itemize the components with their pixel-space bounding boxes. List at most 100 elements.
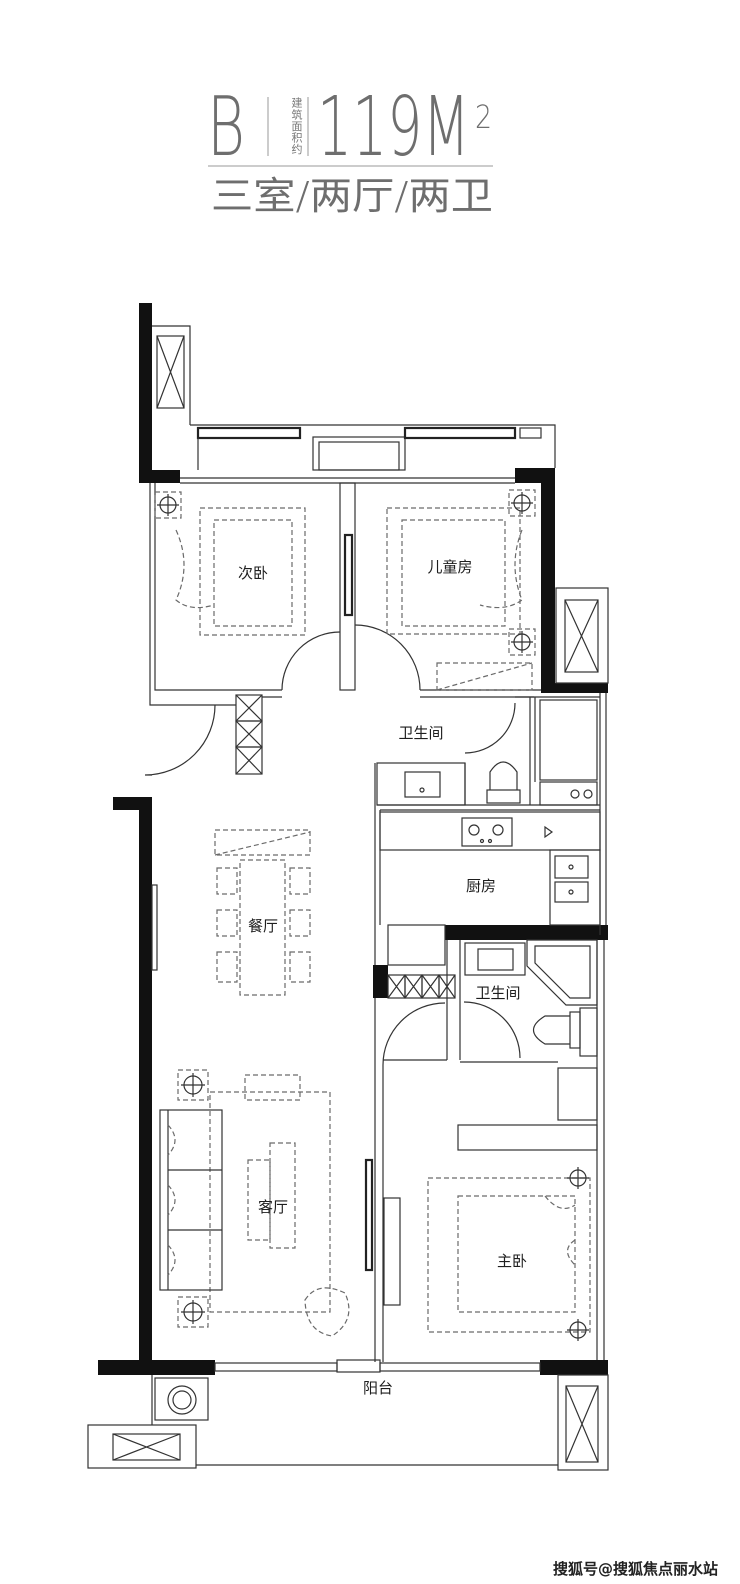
stove-burner (468, 824, 480, 836)
right-wall-lower (596, 940, 605, 1360)
ac-box (555, 587, 609, 684)
wardrobe-outline (436, 662, 533, 691)
wall (139, 303, 152, 483)
ac-box (156, 335, 185, 409)
dining-chair (216, 951, 238, 983)
stove-knob (487, 838, 493, 844)
ac-box-inner (565, 1385, 599, 1463)
label-kids-room: 儿童房 (427, 558, 472, 576)
label-dining-room: 餐厅 (248, 917, 278, 935)
wall (445, 925, 608, 940)
sofa-pillow (167, 1124, 176, 1276)
washer-knob (583, 789, 593, 799)
kitchen-counter (379, 811, 601, 851)
room-labels: 次卧 儿童房 卫生间 厨房 餐厅 卫生间 客厅 主卧 阳台 (238, 558, 527, 1397)
bed-outline (199, 507, 306, 636)
cabinet-cross (387, 974, 456, 999)
windows (156, 335, 609, 684)
lamp-cross (567, 1319, 589, 1341)
ac-niche-outline (152, 325, 191, 425)
dining-chair (216, 909, 238, 937)
wall (541, 683, 608, 693)
bed-outline (427, 1177, 591, 1333)
ac-box-inner (112, 1433, 181, 1461)
lamp-icon (177, 1069, 209, 1101)
master-bedroom-top-wall (383, 1059, 558, 1063)
balcony-door (336, 1359, 381, 1373)
wardrobe (457, 1124, 598, 1151)
bed-mattress (213, 519, 293, 627)
bath-cabinet (579, 1007, 598, 1057)
dining-chair (216, 867, 238, 895)
sink (477, 948, 514, 971)
lamp-icon (154, 491, 182, 519)
vanity-counter (464, 942, 526, 976)
washer-knob (570, 789, 580, 799)
ac-box-cross (565, 1385, 599, 1463)
label-bathroom-upper: 卫生间 (398, 724, 443, 742)
kitchen-sink-basin (554, 881, 589, 903)
door-swing-entrance (144, 704, 216, 776)
right-wall-upper (599, 693, 607, 935)
layout-summary: 三室/两厅/两卫 (211, 174, 493, 218)
kitchen-fixtures (379, 811, 601, 966)
wall (373, 965, 388, 998)
wall (139, 470, 180, 483)
cabinet-cell (438, 974, 456, 999)
stove-burner (492, 824, 504, 836)
ac-box (87, 1424, 197, 1469)
wall (541, 468, 555, 693)
washing-machine (154, 1377, 209, 1421)
lamp-cross (511, 492, 533, 514)
dining-table (239, 859, 286, 996)
kids-room-furniture (386, 489, 536, 691)
master-bedroom-left-wall (374, 998, 384, 1362)
side-counter (549, 849, 601, 926)
coffee-table (269, 1142, 296, 1249)
header: B 119M 2 三室/两厅/两卫 (207, 80, 493, 218)
lamp-icon (177, 1296, 209, 1328)
wall (98, 1360, 215, 1375)
secondary-bedroom-furniture (154, 491, 306, 636)
toilet-tank (569, 1011, 581, 1049)
bed-pillow-outline (544, 1195, 576, 1266)
watermark: 搜狐号@搜狐焦点丽水站 (553, 1560, 718, 1578)
lamp-icon (567, 1167, 589, 1189)
ac-box-inner (564, 599, 599, 673)
label-balcony: 阳台 (363, 1379, 393, 1397)
cabinet-cell (235, 746, 263, 775)
stove-knob (479, 838, 485, 844)
sink (404, 771, 441, 798)
master-bedroom-furniture (427, 1067, 598, 1341)
ac-box-cross (112, 1433, 181, 1461)
label-bathroom-lower: 卫生间 (475, 984, 520, 1002)
lamp-icon (567, 1319, 589, 1341)
wardrobe-diagonal (436, 662, 533, 691)
door-swing-secondary-bedroom (281, 631, 341, 691)
washer-drum (167, 1385, 197, 1415)
ac-box-cross (564, 599, 599, 673)
dining-furniture (214, 829, 311, 996)
lamp-cross (157, 494, 179, 516)
bay-box-inner (318, 441, 400, 471)
stove (461, 817, 513, 847)
window-frame (519, 427, 542, 439)
kitchen-sink-basin (554, 855, 589, 879)
dining-chair (289, 951, 311, 983)
top-outline (190, 424, 556, 468)
sofa-cushion-divider (168, 1169, 222, 1231)
lamp-cross (567, 1167, 589, 1189)
curtain-outline (479, 529, 523, 609)
shower-cabinet (539, 699, 598, 781)
rug-outline (209, 1091, 331, 1313)
bed-mattress (457, 1195, 576, 1313)
lamp-icon (508, 628, 536, 656)
shower-enclosure (526, 939, 598, 1006)
area-note-vertical: 建筑面积约 (290, 97, 303, 155)
bedroom-divider-wall (339, 482, 356, 691)
lamp-frame (508, 628, 536, 656)
dining-chair (289, 867, 311, 895)
doors (144, 533, 521, 1306)
lamp-frame (508, 489, 536, 517)
